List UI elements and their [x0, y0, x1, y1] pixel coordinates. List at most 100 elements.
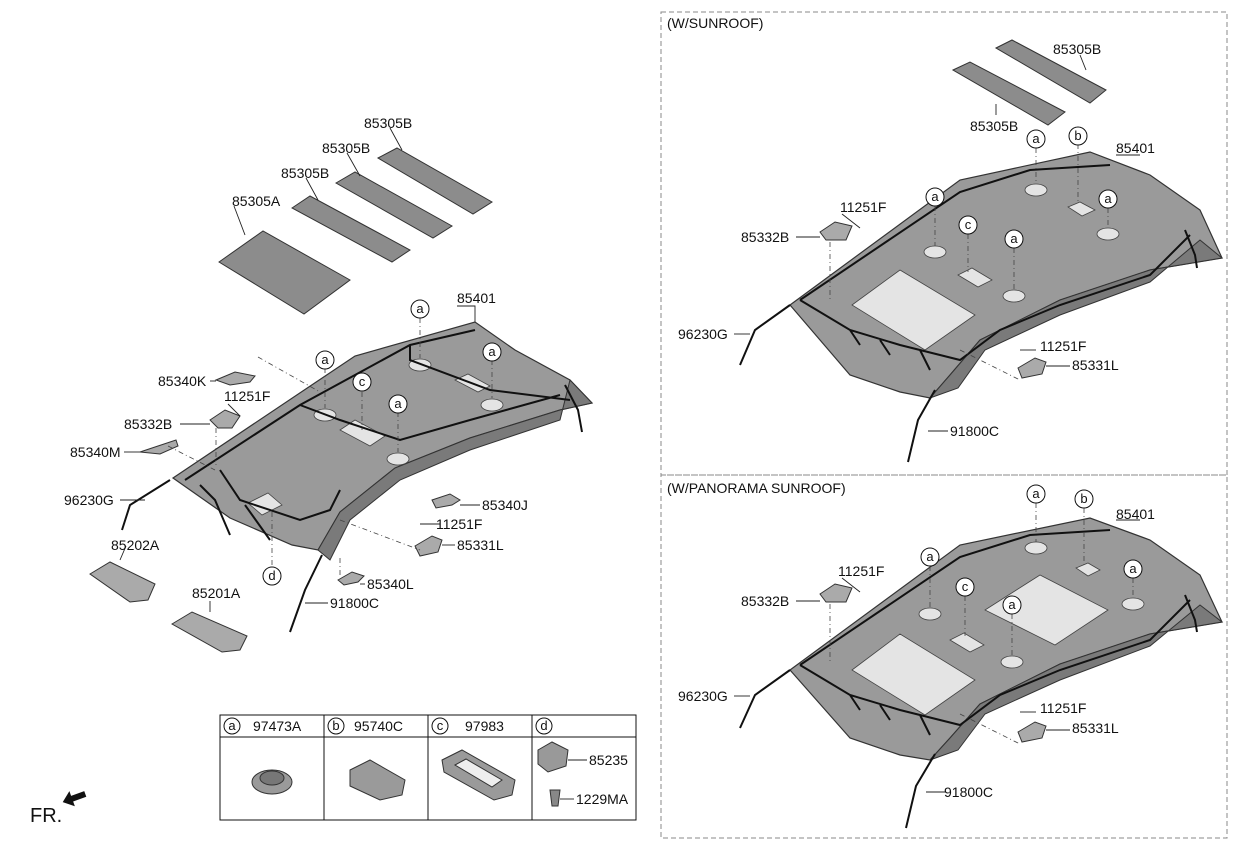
- legend-d-part2: 1229MA: [576, 791, 629, 807]
- sunroof-pad-85305B-2: [994, 39, 1107, 104]
- legend-d-key: d: [540, 718, 547, 733]
- panorama-wiring-harness: [799, 529, 1191, 736]
- label-85340M: 85340M: [70, 444, 121, 460]
- sunroof-headliner-edge: [928, 239, 1224, 400]
- label-85331L: 85331L: [457, 537, 504, 553]
- sunroof-label-11251F-2: 11251F: [1040, 338, 1086, 354]
- sunroof-label-11251F-1: 11251F: [840, 199, 886, 215]
- panorama-wiring-91800C: [905, 753, 936, 829]
- callout-b-text: b: [1080, 491, 1087, 506]
- callout-a: [410, 299, 430, 319]
- callout-c-text: c: [962, 579, 969, 594]
- handle-85340J: [431, 493, 461, 509]
- panorama-label-85401: 85401: [1116, 506, 1155, 522]
- sunroof-label-85332B: 85332B: [741, 229, 789, 245]
- legend-a-part: 97473A: [253, 718, 302, 734]
- sunroof-wiring-96230G: [739, 304, 791, 366]
- wiring-96230G-line: [121, 479, 171, 531]
- label-85340J: 85340J: [482, 497, 528, 513]
- panorama-assembly: a b a a a c 85401 11251F 85332B 96230G 1…: [678, 484, 1224, 829]
- legend-d-screw-drawing: [549, 789, 561, 807]
- callout-a: [388, 394, 408, 414]
- callout-a-text: a: [931, 189, 939, 204]
- label-85340K: 85340K: [158, 373, 207, 389]
- label-85332B: 85332B: [124, 416, 172, 432]
- label-85305A: 85305A: [232, 193, 281, 209]
- legend-d-hook-drawing: [537, 741, 569, 773]
- callout-a-text: a: [416, 301, 424, 316]
- label-11251F-1: 11251F: [224, 388, 270, 404]
- legend-table: a b c d 97473A 95740C 97983 85235 1229MA: [219, 714, 637, 821]
- roof-pad-85305A: [218, 230, 351, 315]
- callout-a-text: a: [394, 396, 402, 411]
- label-91800C: 91800C: [330, 595, 379, 611]
- label-85340L: 85340L: [367, 576, 414, 592]
- handle-85340L: [337, 571, 365, 586]
- label-85305B-2: 85305B: [322, 140, 370, 156]
- panorama-opening-front: [851, 633, 976, 716]
- label-11251F-2: 11251F: [436, 516, 482, 532]
- wiring-harness-branch: [199, 484, 271, 541]
- label-85305B-1: 85305B: [281, 165, 329, 181]
- callout-a-text: a: [1104, 191, 1112, 206]
- label-85201A: 85201A: [192, 585, 241, 601]
- legend-c-key: c: [437, 718, 444, 733]
- callout-a: [315, 350, 335, 370]
- legend-a-key: a: [228, 718, 236, 733]
- callout-c-text: c: [359, 374, 366, 389]
- legend-b-part: 95740C: [354, 718, 403, 734]
- sunroof-assembly: a b a a a c 85305B 85305B 85401 11251F 8…: [678, 39, 1224, 463]
- bracket-85331L: [414, 535, 443, 557]
- panorama-label-85332B: 85332B: [741, 593, 789, 609]
- sunroof-label-85305B-2: 85305B: [970, 118, 1018, 134]
- roof-pad-85305B-1: [291, 195, 411, 263]
- frame-panorama: [660, 474, 1228, 839]
- wiring-tail: [564, 384, 583, 433]
- wiring-91800C-line: [289, 554, 323, 633]
- headliner-edge: [317, 378, 593, 561]
- panorama-label-85331L: 85331L: [1072, 720, 1119, 736]
- callout-c: [352, 372, 372, 392]
- callout-a-text: a: [1010, 231, 1018, 246]
- section-title-sunroof: (W/SUNROOF): [667, 15, 763, 31]
- sunroof-bracket-85331L: [1017, 357, 1047, 379]
- sunroof-label-91800C: 91800C: [950, 423, 999, 439]
- sunroof-label-85401: 85401: [1116, 140, 1155, 156]
- wiring-harness: [184, 329, 571, 522]
- callout-a-text: a: [1008, 597, 1016, 612]
- headliner-hole: [480, 398, 504, 412]
- panorama-label-11251F-1: 11251F: [838, 563, 884, 579]
- legend-d-part1: 85235: [589, 752, 628, 768]
- callout-d-text: d: [268, 568, 275, 583]
- handle-85340K: [214, 371, 256, 386]
- roof-pad-85305B-3: [376, 147, 493, 215]
- callout-a-text: a: [1129, 561, 1137, 576]
- sun-visor-85202A: [89, 561, 156, 603]
- sunroof-wiring-91800C: [907, 389, 936, 463]
- callout-a-text: a: [926, 549, 934, 564]
- legend-b-lamp-drawing: [349, 759, 406, 801]
- legend-b-key: b: [332, 718, 339, 733]
- panorama-bracket-85332B: [819, 583, 853, 603]
- label-96230G: 96230G: [64, 492, 114, 508]
- callout-c-text: c: [965, 217, 972, 232]
- panorama-label-96230G: 96230G: [678, 688, 728, 704]
- panorama-headliner-edge: [929, 604, 1224, 761]
- headliner-opening: [247, 492, 283, 516]
- callout-a-text: a: [488, 344, 496, 359]
- bracket-85332B: [209, 409, 241, 429]
- main-assembly: a a a a c d 85305A 85305B 85305B 85305B …: [64, 115, 594, 653]
- sunroof-wiring-harness: [799, 164, 1191, 371]
- label-85202A: 85202A: [111, 537, 160, 553]
- panorama-label-91800C: 91800C: [944, 784, 993, 800]
- sunroof-pad-85305B-1: [951, 61, 1066, 126]
- handle-85340M: [139, 439, 179, 455]
- section-title-panorama: (W/PANORAMA SUNROOF): [667, 480, 846, 496]
- label-85401: 85401: [457, 290, 496, 306]
- callout-a-text: a: [321, 352, 329, 367]
- panorama-bracket-85331L: [1017, 721, 1047, 743]
- orientation-label: FR.: [30, 805, 62, 827]
- callout-d: [262, 566, 282, 586]
- callout-a: [482, 342, 502, 362]
